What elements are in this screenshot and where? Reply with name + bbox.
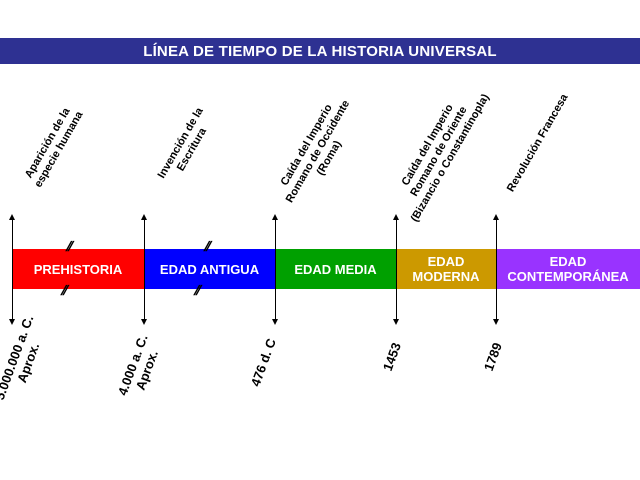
event-date-4: 1453 [379, 340, 404, 373]
event-label-2: Invención de la Escritura [155, 105, 210, 181]
arrow-down-3 [272, 319, 278, 325]
event-date-2: 4.000 a. C. Aprox. [114, 332, 161, 398]
arrow-up-3 [272, 214, 278, 220]
period-edad-media: EDAD MEDIA [275, 249, 396, 289]
event-label-1: Aparición de la especie humana [22, 105, 86, 190]
event-line-5 [496, 219, 497, 320]
event-date-5: 1789 [480, 340, 505, 373]
event-line-3 [275, 219, 276, 320]
event-line-4 [396, 219, 397, 320]
event-line-1 [12, 219, 13, 320]
event-label-5: Revolución Francesa [504, 92, 571, 194]
arrow-down-5 [493, 319, 499, 325]
period-edad-antigua: EDAD ANTIGUA [144, 249, 275, 289]
title-bar: LÍNEA DE TIEMPO DE LA HISTORIA UNIVERSAL [0, 38, 640, 64]
arrow-up-2 [141, 214, 147, 220]
period-prehistoria: PREHISTORIA [12, 249, 144, 289]
arrow-down-1 [9, 319, 15, 325]
event-label-4: Caída del Imperio Romano de Oriente (Biz… [399, 92, 492, 225]
arrow-down-4 [393, 319, 399, 325]
arrow-up-4 [393, 214, 399, 220]
arrow-up-1 [9, 214, 15, 220]
event-label-3: Caída del Imperio Romano de Occidente (R… [278, 98, 353, 205]
arrow-down-2 [141, 319, 147, 325]
event-date-3: 476 d. C [247, 336, 279, 389]
period-edad-contemporanea: EDAD CONTEMPORÁNEA [496, 249, 640, 289]
event-date-1: 5.000.000 a. C. Aprox. [0, 313, 43, 402]
event-line-2 [144, 219, 145, 320]
page-title: LÍNEA DE TIEMPO DE LA HISTORIA UNIVERSAL [143, 42, 497, 60]
period-edad-moderna: EDAD MODERNA [396, 249, 496, 289]
arrow-up-5 [493, 214, 499, 220]
